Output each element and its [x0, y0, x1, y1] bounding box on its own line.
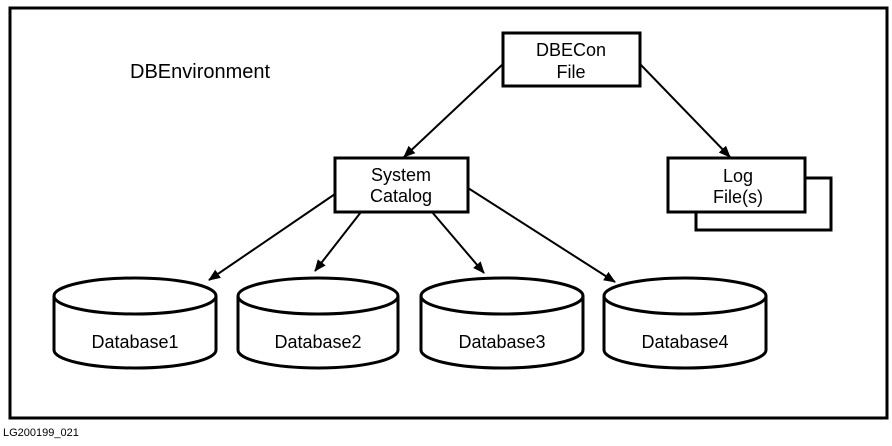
figure-id-label: LG200199_021 [3, 427, 79, 439]
database4-node: Database4 [602, 276, 768, 370]
edges [208, 63, 731, 283]
environment-label: DBEnvironment [130, 61, 271, 83]
system-catalog-label-line2: Catalog [370, 186, 432, 206]
database4-label: Database4 [641, 332, 728, 352]
dbecon-file-node: DBECon File [501, 31, 642, 88]
database1-cylinder-body [52, 296, 218, 370]
dbecon-file-box [501, 31, 642, 88]
system-catalog-box [333, 156, 470, 214]
database1-cylinder-top [52, 276, 218, 316]
log-files-label-line1: Log [723, 166, 753, 186]
database1-node: Database1 [52, 276, 218, 370]
database3-label: Database3 [458, 332, 545, 352]
dbecon-file-label-line2: File [556, 62, 585, 82]
log-files-front-box [666, 156, 807, 214]
edge-dbecon-to-log [639, 63, 731, 158]
edge-catalog-to-database1 [208, 193, 336, 281]
system-catalog-label-line1: System [371, 165, 431, 185]
log-files-node: Log File(s) [666, 156, 833, 232]
database2-node: Database2 [236, 276, 400, 370]
edge-catalog-to-database2 [314, 211, 362, 272]
dbecon-file-label-line1: DBECon [536, 40, 606, 60]
log-files-label-line2: File(s) [713, 187, 763, 207]
edge-dbecon-to-catalog [403, 63, 504, 158]
database2-label: Database2 [274, 332, 361, 352]
system-catalog-node: System Catalog [333, 156, 470, 214]
edge-catalog-to-database4 [467, 187, 616, 283]
database4-cylinder-top [602, 276, 768, 316]
database2-cylinder-top [236, 276, 400, 316]
database3-node: Database3 [419, 276, 585, 370]
database1-label: Database1 [91, 332, 178, 352]
database2-cylinder-body [236, 296, 400, 370]
database3-cylinder-body [419, 296, 585, 370]
database4-cylinder-body [602, 296, 768, 370]
database3-cylinder-top [419, 276, 585, 316]
environment-border [8, 6, 889, 420]
edge-catalog-to-database3 [431, 211, 485, 274]
